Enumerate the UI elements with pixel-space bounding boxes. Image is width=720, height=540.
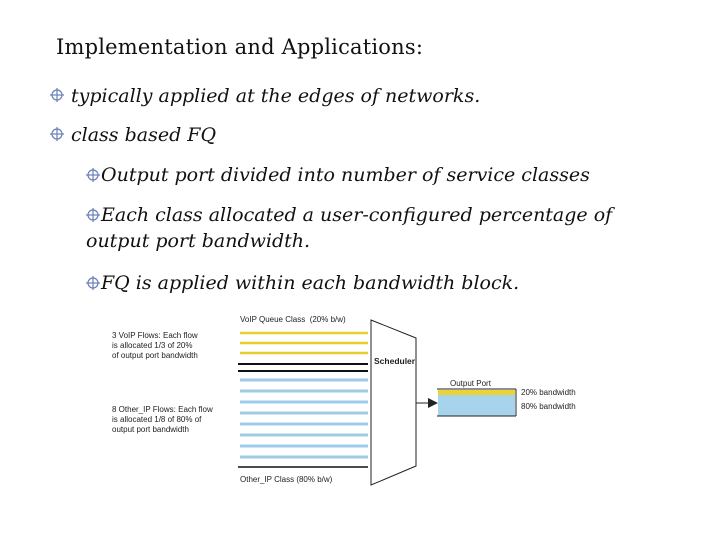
other-ip-class-label: Other_IP Class (80% b/w) (240, 475, 333, 484)
scheduler-block (370, 319, 417, 486)
sub-bullet-fq-within-block: FQ is applied within each bandwidth bloc… (101, 272, 520, 294)
voip-flow-lines (240, 331, 368, 355)
other-ip-flows-note: 8 Other_IP Flows: Each flow is allocated… (112, 405, 213, 434)
other-ip-flow-lines (240, 378, 368, 459)
scheduler-label: Scheduler (374, 356, 416, 366)
bullet-edges: typically applied at the edges of networ… (71, 85, 481, 107)
output-port-label: Output Port (450, 379, 491, 388)
bw-80-label: 80% bandwidth (521, 402, 576, 411)
output-port (437, 388, 517, 417)
bw-20-label: 20% bandwidth (521, 388, 576, 397)
sub-bullet-percentage: Each class allocated a user-configured p… (86, 204, 613, 252)
crosshair-bullet-icon (86, 168, 100, 182)
sub-bullet-service-classes: Output port divided into number of servi… (101, 164, 590, 186)
voip-flows-note: 3 VoIP Flows: Each flow is allocated 1/3… (112, 331, 198, 360)
crosshair-bullet-icon (50, 88, 64, 102)
bullet-class-based-fq: class based FQ (71, 124, 217, 146)
crosshair-bullet-icon (50, 127, 64, 141)
crosshair-bullet-icon (86, 208, 100, 222)
crosshair-bullet-icon (86, 276, 100, 290)
page-title: Implementation and Applications: (56, 35, 424, 59)
voip-class-label: VoIP Queue Class (20% b/w) (240, 315, 346, 324)
